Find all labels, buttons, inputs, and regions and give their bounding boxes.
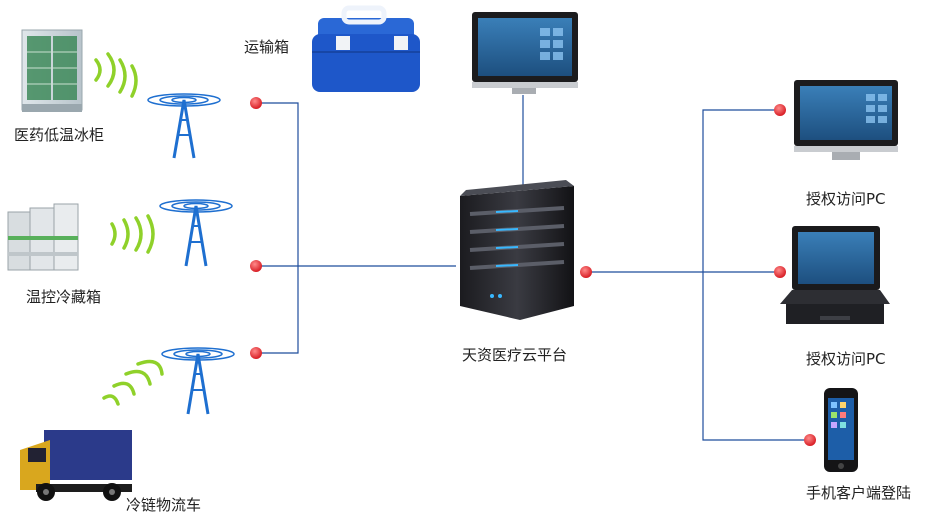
mobile-phone-icon: [824, 388, 858, 472]
server-icon: [460, 180, 574, 320]
platform-label: 天资医疗云平台: [462, 346, 568, 364]
cold-storage-label: 温控冷藏箱: [26, 288, 102, 306]
truck-label: 冷链物流车: [126, 496, 202, 514]
right-trunk-line: [702, 109, 810, 441]
node-pc1: [774, 104, 786, 116]
cold-storage-icon: [7, 203, 79, 271]
connection-nodes: [250, 97, 816, 446]
node-pc2: [774, 266, 786, 278]
signal-arcs-freezer: [94, 52, 138, 98]
cooler-box-icon: [312, 5, 420, 92]
tower-icon-2: [159, 199, 233, 267]
truck-icon: [20, 430, 132, 501]
node-server: [580, 266, 592, 278]
connection-lines: [256, 95, 810, 441]
node-mobile: [804, 434, 816, 446]
tower-icon-1: [147, 93, 221, 159]
left-trunk-line: [256, 102, 299, 354]
pc2-label: 授权访问PC: [806, 350, 886, 368]
monitor-icon-top: [472, 12, 578, 94]
tower-icon-3: [161, 347, 235, 415]
cooler-box-label: 运输箱: [244, 38, 290, 56]
node-freezer: [250, 97, 262, 109]
pc1-label: 授权访问PC: [806, 190, 886, 208]
node-truck: [250, 347, 262, 359]
mobile-label: 手机客户端登陆: [806, 484, 912, 502]
freezer-label: 医药低温冰柜: [14, 126, 105, 144]
laptop-icon: [780, 226, 890, 324]
freezer-icon: [21, 29, 83, 112]
signal-arcs-storage: [110, 214, 155, 254]
signal-arcs-truck: [102, 359, 164, 406]
node-storage: [250, 260, 262, 272]
monitor-icon-pc1: [794, 80, 898, 160]
